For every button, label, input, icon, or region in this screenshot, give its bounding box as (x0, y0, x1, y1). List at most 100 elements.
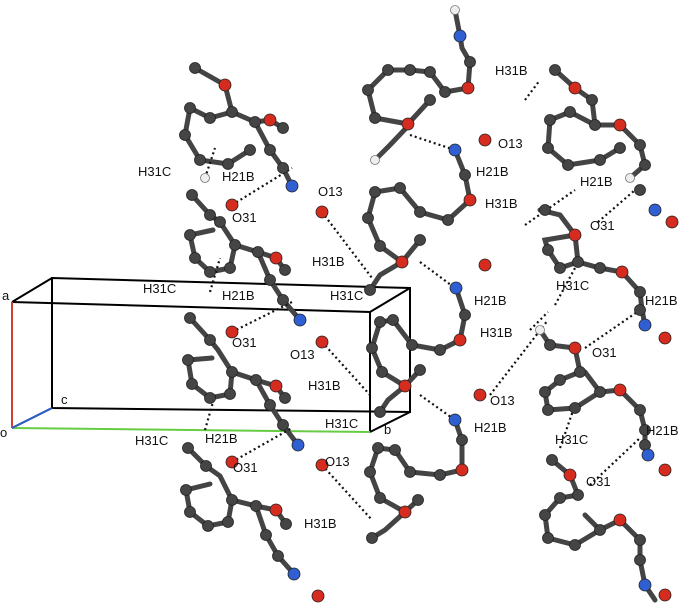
carbon-atom (539, 509, 551, 521)
carbon-atom (277, 122, 289, 134)
nitrogen-atom (293, 313, 307, 327)
label-o13: O13 (490, 393, 515, 408)
label-h31b: H31B (480, 325, 513, 340)
carbon-atom (634, 184, 646, 196)
label-h31b: H31B (308, 378, 341, 393)
label-h21b: H21B (645, 293, 678, 308)
label-h21b: H21B (222, 169, 255, 184)
nitrogen-atom (648, 203, 662, 217)
carbon-atom (204, 266, 216, 278)
carbon-atom (184, 506, 196, 518)
carbon-atom (184, 312, 196, 324)
carbon-atom (387, 314, 399, 326)
label-h21b: H21B (222, 288, 255, 303)
oxygen-atom (478, 133, 492, 147)
carbon-atom (634, 139, 646, 151)
carbon-atom (252, 246, 264, 258)
carbon-atom (366, 532, 378, 544)
carbon-atom (406, 339, 418, 351)
carbon-atom (404, 466, 416, 478)
label-o31: O31 (233, 460, 258, 475)
carbon-atom (277, 419, 289, 431)
label-h21b: H21B (580, 174, 613, 189)
label-h31b: H31B (312, 254, 345, 269)
nitrogen-atom (287, 567, 301, 581)
carbon-atom (542, 532, 554, 544)
carbon-atom (369, 186, 381, 198)
carbon-atom (264, 399, 276, 411)
carbon-atom (404, 64, 416, 76)
carbon-atom (202, 520, 214, 532)
carbon-atom (394, 182, 406, 194)
label-h31b: H31B (485, 196, 518, 211)
carbon-atom (200, 460, 212, 472)
nitrogen-atom (448, 413, 462, 427)
carbon-atom (374, 240, 386, 252)
atoms (179, 5, 679, 603)
nitrogen-atom (291, 438, 305, 452)
nitrogen-atom (448, 143, 462, 157)
label-o31: O31 (590, 218, 615, 233)
carbon-atom (186, 378, 198, 390)
axis-c-line (11, 407, 53, 429)
carbon-atom (424, 66, 436, 78)
atom-labels: H31C H21B O13 O31 H31B H31C H21B H31C O1… (135, 63, 679, 531)
hydrogen-atom (450, 5, 460, 15)
label-h21b: H21B (474, 420, 507, 435)
carbon-atom (434, 469, 446, 481)
label-o13: O13 (498, 136, 523, 151)
oxygen-atom (311, 589, 325, 603)
axis-label-c: c (61, 392, 68, 407)
carbon-atom (222, 516, 234, 528)
carbon-atom (634, 286, 646, 298)
nitrogen-atom (449, 281, 463, 295)
carbon-atom (264, 274, 276, 286)
label-o31: O31 (592, 345, 617, 360)
carbon-atom (250, 374, 262, 386)
carbon-atom (639, 424, 651, 436)
carbon-atom (374, 406, 386, 418)
oxygen-atom (401, 117, 415, 131)
carbon-atom (572, 489, 584, 501)
carbon-atom (459, 309, 471, 321)
hydrogen-atom (535, 325, 545, 335)
oxygen-atom (455, 463, 469, 477)
carbon-atom (634, 304, 646, 316)
carbon-atom (382, 64, 394, 76)
carbon-atom (554, 262, 566, 274)
nitrogen-atom (453, 29, 467, 43)
carbon-atom (184, 229, 196, 241)
carbon-atom (374, 492, 386, 504)
carbon-atom (279, 392, 291, 404)
carbon-atom (594, 386, 606, 398)
oxygen-atom (269, 251, 283, 265)
axis-label-a: a (2, 288, 10, 303)
label-o31: O31 (232, 210, 257, 225)
unit-cell (11, 276, 411, 433)
carbon-atom (362, 212, 374, 224)
oxygen-atom (463, 193, 477, 207)
carbon-atom (250, 500, 262, 512)
carbon-atom (464, 56, 476, 68)
carbon-atom (554, 492, 566, 504)
carbon-atom (414, 364, 426, 376)
oxygen-atom (563, 468, 577, 482)
label-h31c: H31C (143, 281, 176, 296)
molecule-column-middle (365, 7, 473, 541)
nitrogen-atom (641, 448, 655, 462)
carbon-atom (186, 189, 198, 201)
oxygen-atom (461, 81, 475, 95)
carbon-atom (594, 262, 606, 274)
oxygen-atom (568, 341, 582, 355)
carbon-atom (226, 106, 238, 118)
axis-label-b: b (384, 422, 391, 437)
oxygen-atom (613, 383, 627, 397)
carbon-atom (634, 404, 646, 416)
label-h21b: H21B (205, 431, 238, 446)
molecule-column-left (182, 65, 303, 577)
carbon-atom (189, 62, 201, 74)
label-h21b: H21B (476, 164, 509, 179)
carbon-atom (179, 129, 191, 141)
carbon-atom (586, 94, 598, 106)
